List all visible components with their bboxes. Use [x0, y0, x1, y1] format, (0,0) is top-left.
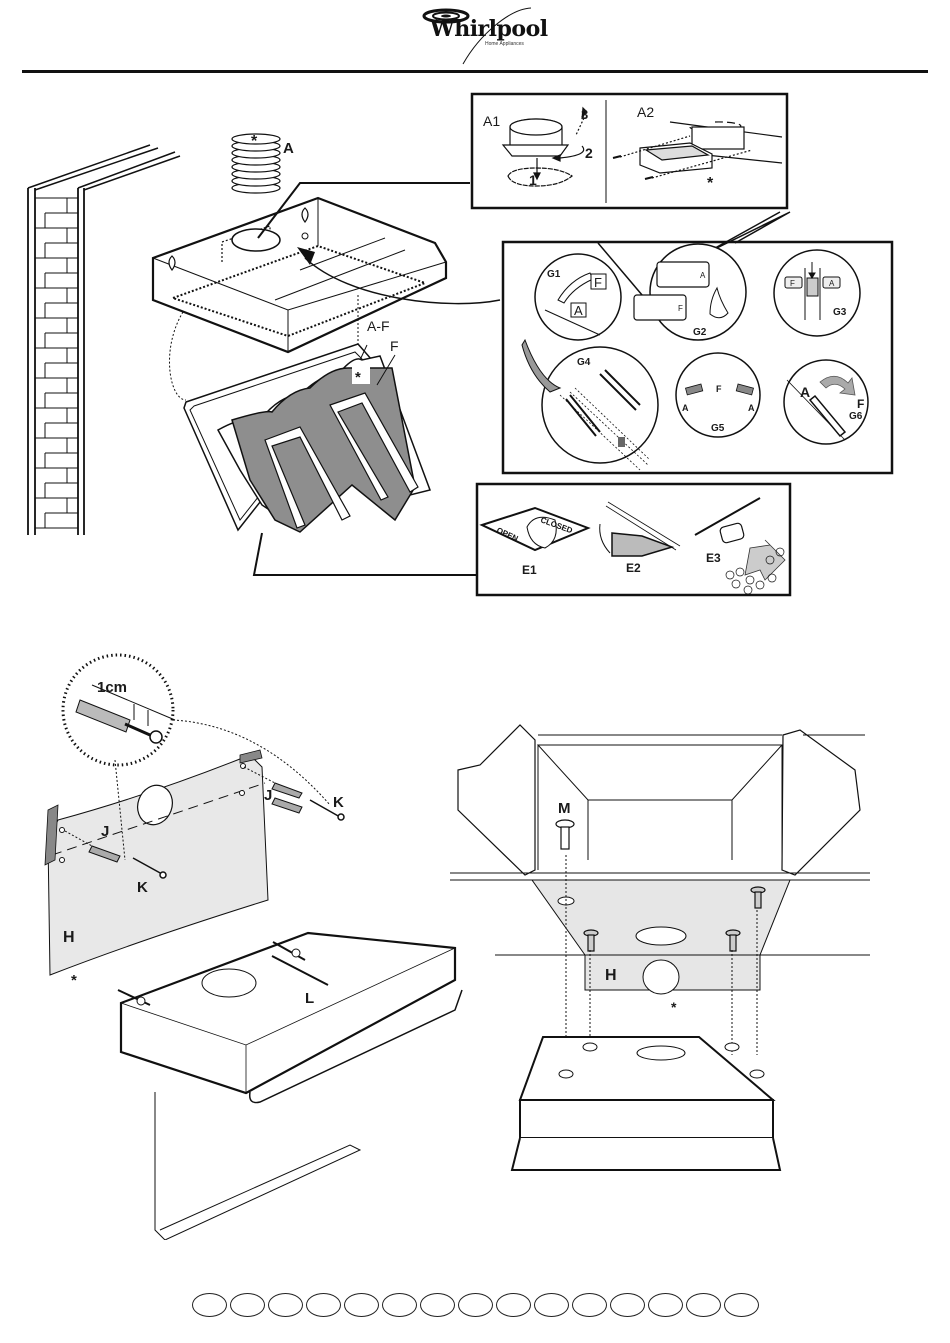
a1-step-2: 2: [585, 145, 593, 161]
a2-title: A2: [637, 104, 654, 120]
language-oval: [306, 1293, 341, 1317]
wall-plug-icon: [64, 766, 303, 863]
screw-m-label: M: [558, 800, 571, 817]
filter-frame-label: A-F: [367, 318, 390, 334]
brand-tagline: Home Appliances: [485, 41, 524, 47]
screw-m-icon: [555, 819, 766, 952]
g6-to-f: F: [857, 397, 864, 411]
panel-e: CLOSED OPEN E1 E2 E3: [475, 482, 792, 597]
dotted-guide: [114, 759, 126, 861]
detail-measure: 1cm: [97, 679, 127, 696]
ceiling-template-note: *: [671, 999, 677, 1015]
g2-title: G2: [693, 327, 707, 338]
header-rule: [22, 70, 928, 73]
language-oval: [344, 1293, 379, 1317]
g2-option-a: A: [700, 271, 706, 280]
callout-line-g: [304, 257, 501, 305]
brand-name: Whirlpool: [430, 16, 548, 42]
dotted-guide: [172, 719, 331, 806]
g3-title: G3: [833, 307, 847, 318]
language-oval: [610, 1293, 645, 1317]
language-selector-ovals: [192, 1293, 759, 1317]
g1-option-a: A: [574, 303, 583, 318]
logo-arc-icon: [462, 7, 532, 65]
swirl-logo-icon: [422, 8, 470, 24]
g4-title: G4: [577, 357, 591, 368]
screw-icon: [132, 799, 345, 879]
language-oval: [268, 1293, 303, 1317]
language-oval: [724, 1293, 759, 1317]
e3-title: E3: [706, 551, 721, 565]
language-oval: [382, 1293, 417, 1317]
a2-note: *: [707, 175, 714, 192]
plug-screw-detail-icon: [75, 684, 176, 744]
arrow-up-icon: [297, 247, 315, 265]
g5-title: G5: [711, 423, 725, 434]
language-oval: [572, 1293, 607, 1317]
language-oval: [230, 1293, 265, 1317]
rectangular-adapter-icon: [612, 121, 783, 180]
language-oval: [420, 1293, 455, 1317]
language-oval: [648, 1293, 683, 1317]
g6-from-a: A: [800, 384, 810, 400]
dotted-guide: [565, 855, 758, 1055]
language-oval: [496, 1293, 531, 1317]
hood-filter-installation-figure: * A * A-F F: [27, 92, 894, 597]
hook-screw-label: L: [305, 990, 314, 1007]
wall-mount-figure: 1cm J K J K H * L: [44, 653, 463, 1240]
hood-body-icon: [151, 196, 448, 354]
g5-left-a: A: [682, 403, 689, 413]
template-note: *: [71, 972, 77, 989]
duct-label: A: [283, 140, 294, 157]
e2-title: E2: [626, 561, 641, 575]
a1-title: A1: [483, 113, 500, 129]
leader-line: [359, 344, 396, 386]
plug-right-label: J: [264, 787, 272, 804]
g2-option-f: F: [678, 304, 683, 313]
grease-filter-icon: [183, 343, 431, 533]
hood-ceiling-icon: [510, 1036, 782, 1171]
g5-center-f: F: [716, 384, 722, 394]
screw-left-label: K: [137, 879, 148, 896]
language-oval: [192, 1293, 227, 1317]
brick-wall-icon: [27, 144, 181, 535]
callout-line-e: [252, 532, 476, 576]
panel-g: G1 F A A F G2 F A G3 G4 F A A G5: [501, 211, 894, 475]
screw-right-label: K: [333, 794, 344, 811]
language-oval: [534, 1293, 569, 1317]
panel-a: A1 1 2 3 A2 *: [470, 92, 789, 210]
a1-step-1: 1: [529, 172, 537, 188]
ceiling-template-icon: [495, 879, 870, 995]
g5-right-a: A: [748, 403, 755, 413]
g1-option-f: F: [594, 275, 602, 290]
g1-title: G1: [547, 269, 561, 280]
g6-title: G6: [849, 411, 863, 422]
duct-asterisk: *: [251, 133, 258, 150]
duct-flange-icon: [501, 106, 587, 187]
e1-title: E1: [522, 563, 537, 577]
g3-option-a: A: [829, 279, 835, 288]
duct-icon: [231, 133, 281, 194]
language-oval: [686, 1293, 721, 1317]
filter-label: F: [390, 338, 399, 354]
detail-magnifier: [61, 653, 175, 767]
filter-asterisk: *: [355, 369, 361, 386]
a1-step-3: 3: [581, 107, 588, 122]
template-label: H: [63, 929, 75, 946]
plug-left-label: J: [101, 823, 109, 840]
hood-wall-mounted-icon: [117, 931, 463, 1240]
ceiling-mount-figure: M H *: [450, 724, 870, 1171]
ceiling-cabinet-icon: [450, 724, 870, 881]
dotted-guide: [169, 311, 187, 401]
ceiling-template-label: H: [605, 967, 617, 984]
language-oval: [458, 1293, 493, 1317]
callout-line-a: [257, 182, 470, 239]
wall-template-icon: [44, 749, 269, 976]
g3-option-f: F: [790, 279, 795, 288]
